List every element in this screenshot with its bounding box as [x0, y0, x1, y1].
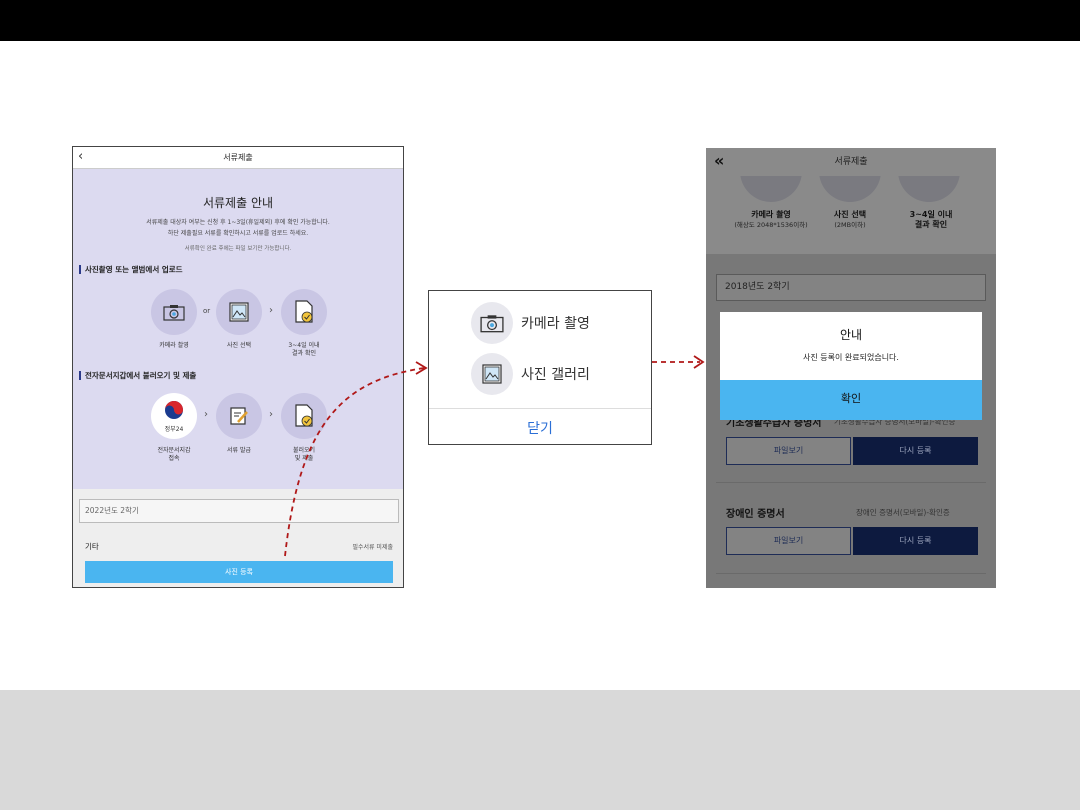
step-camera: 카메라 촬영 (해상도 2048*1536이하) — [724, 210, 818, 230]
left-phone-screen: ‹ 서류제출 서류제출 안내 서류제출 대상자 여부는 신청 후 1~3일(휴일… — [72, 146, 404, 588]
left-header-title: 서류제출 — [223, 153, 253, 162]
popup-divider — [429, 408, 651, 409]
bottom-gray-band — [0, 690, 1080, 810]
gov24-logo-icon: 정부24 — [151, 393, 197, 439]
right-header: « 서류제출 — [706, 148, 996, 176]
guide-line-1: 서류제출 대상자 여부는 신청 후 1~3일(휴일제외) 후에 확인 가능합니다… — [146, 219, 330, 226]
top-black-bar — [0, 0, 1080, 41]
step-result-title: 3~4일 이내 — [909, 210, 953, 219]
row1-subtitle: 기초생활수급자 증명서(모바일)-확인증 — [834, 417, 956, 426]
camera-option-label: 카메라 촬영 — [521, 316, 590, 332]
row2-reregister-button[interactable]: 다시 등록 — [853, 527, 978, 555]
step-camera-title: 카메라 촬영 — [751, 210, 791, 219]
step-camera-sub: (해상도 2048*1536이하) — [734, 221, 808, 229]
step-select: 사진 선택 (2MB이하) — [818, 210, 882, 230]
gallery-option-label: 사진 갤러리 — [521, 367, 590, 383]
step-result: 3~4일 이내 결과 확인 — [894, 210, 968, 230]
left-header: ‹ 서류제출 — [73, 147, 403, 169]
row2-title: 장애인 증명서 — [726, 509, 785, 520]
gov24-label: 정부24 — [164, 425, 184, 433]
row1-view-button[interactable]: 파일보기 — [726, 437, 851, 465]
camera-icon — [471, 302, 513, 344]
step-load-label-2: 및 제출 — [294, 455, 314, 462]
step-select-label: 사진 선택 — [227, 342, 251, 349]
section1-title: 사진촬영 또는 앨범에서 업로드 — [79, 265, 183, 274]
dialog-title: 안내 — [839, 328, 863, 342]
etc-status: 필수서류 미제출 — [352, 544, 393, 551]
document-issue-icon — [216, 393, 262, 439]
etc-label: 기타 — [85, 542, 99, 551]
back-chevron-icon[interactable]: ‹ — [78, 149, 84, 164]
guide-title: 서류제출 안내 — [202, 196, 274, 210]
step-camera-label: 카메라 촬영 — [159, 342, 189, 349]
step-select-title: 사진 선택 — [833, 210, 867, 219]
step-select-sub: (2MB이하) — [834, 221, 866, 229]
semester-field[interactable]: 2022년도 2학기 — [79, 499, 399, 523]
step-issue-label: 서류 발급 — [227, 447, 251, 454]
or-label: or — [203, 307, 211, 315]
chevron-right-icon: › — [204, 409, 208, 420]
arrowhead-icon — [415, 361, 428, 375]
popup-close-button[interactable]: 닫기 — [527, 421, 553, 437]
step-result-label-1: 3~4일 이내 — [288, 342, 320, 349]
right-phone-screen: 카메라 촬영 (해상도 2048*1536이하) 사진 선택 (2MB이하) 3… — [706, 148, 996, 588]
right-header-title: 서류제출 — [834, 157, 868, 167]
row1-reregister-button[interactable]: 다시 등록 — [853, 437, 978, 465]
completion-dialog: 안내 사진 등록이 완료되었습니다. 확인 — [720, 312, 982, 420]
row-separator — [716, 482, 986, 483]
chevron-right-icon: › — [269, 305, 273, 316]
gallery-option[interactable]: 사진 갤러리 — [471, 353, 590, 395]
step-result-sub: 결과 확인 — [914, 220, 948, 229]
result-step-icon — [281, 289, 327, 335]
steps-panel: 카메라 촬영 (해상도 2048*1536이하) 사진 선택 (2MB이하) 3… — [706, 148, 996, 254]
camera-step-icon — [151, 289, 197, 335]
gallery-icon — [471, 353, 513, 395]
guide-panel: 서류제출 안내 서류제출 대상자 여부는 신청 후 1~3일(휴일제외) 후에 … — [73, 169, 403, 489]
gallery-step-icon — [216, 289, 262, 335]
right-semester-field[interactable]: 2018년도 2학기 — [716, 274, 986, 301]
guide-line-3: 서류확인 완료 후에는 파일 보기만 가능합니다. — [184, 246, 292, 252]
step-load-label-1: 불러오기 — [292, 447, 316, 454]
step-result-label-2: 결과 확인 — [292, 350, 316, 357]
photo-register-button[interactable]: 사진 등록 — [85, 561, 393, 583]
chevron-right-icon: › — [269, 409, 273, 420]
camera-option[interactable]: 카메라 촬영 — [471, 302, 590, 344]
double-chevron-left-icon[interactable]: « — [714, 151, 725, 170]
row2-view-button[interactable]: 파일보기 — [726, 527, 851, 555]
row1-title: 기초생활수급자 증명서 — [726, 418, 822, 429]
section2-title: 전자문서지갑에서 불러오기 및 제출 — [79, 371, 196, 380]
submit-step-icon — [281, 393, 327, 439]
row-separator — [716, 573, 986, 574]
dialog-confirm-button[interactable]: 확인 — [720, 380, 982, 420]
submission-form: 2022년도 2학기 기타 필수서류 미제출 사진 등록 — [73, 489, 403, 587]
dialog-message: 사진 등록이 완료되었습니다. — [803, 353, 899, 362]
photo-source-popup: 카메라 촬영 사진 갤러리 닫기 — [428, 290, 652, 445]
guide-line-2: 하단 제출필요 서류를 확인하시고 서류를 업로드 하세요. — [167, 230, 309, 237]
step-wallet-label-2: 접속 — [168, 455, 180, 462]
row2-subtitle: 장애인 증명서(모바일)-확인증 — [856, 508, 950, 517]
arrowhead-icon — [693, 355, 705, 369]
step-wallet-label-1: 전자문서지갑 — [157, 447, 191, 454]
